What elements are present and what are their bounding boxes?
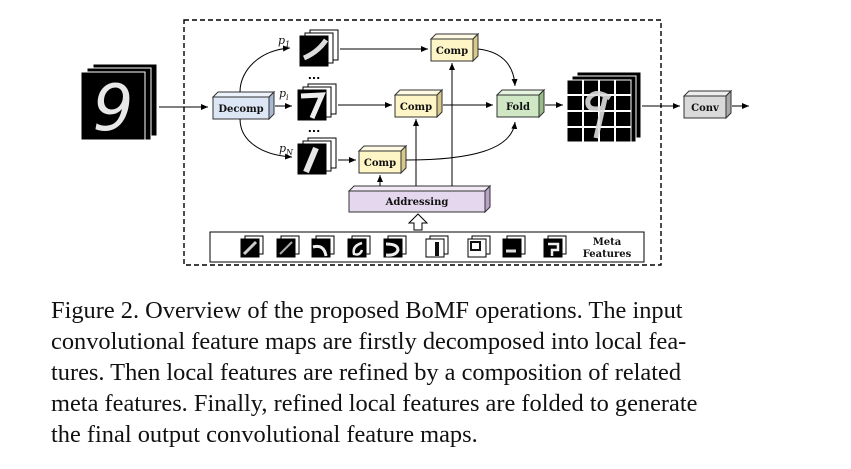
pi-label: pi bbox=[279, 87, 289, 102]
patch-pi bbox=[297, 83, 337, 121]
caption-line-5: the final output convolutional feature m… bbox=[51, 421, 478, 448]
meta-label-2: Features bbox=[583, 249, 632, 260]
output-digit-stroke bbox=[585, 91, 612, 139]
figure-caption: Figure 2. Overview of the proposed BoMF … bbox=[51, 295, 811, 450]
comp-label-3: Comp bbox=[364, 158, 396, 169]
meta-feature-6 bbox=[425, 235, 449, 258]
meta-feature-3 bbox=[311, 235, 335, 258]
pn-label: pN bbox=[279, 142, 294, 157]
comp-label-2: Comp bbox=[400, 102, 432, 113]
module-frame bbox=[183, 19, 662, 266]
meta-features-bank: Meta Features bbox=[209, 231, 645, 263]
meta-feature-2 bbox=[276, 235, 300, 258]
comp-box-3: Comp bbox=[357, 144, 408, 175]
fold-label: Fold bbox=[506, 102, 530, 113]
arrow-decomp-to-pn bbox=[239, 118, 293, 160]
meta-label-1: Meta bbox=[593, 237, 622, 248]
meta-feature-5 bbox=[383, 235, 407, 258]
dots-upper: ... bbox=[308, 69, 321, 82]
p1-label: p1 bbox=[278, 34, 290, 49]
conv-label: Conv bbox=[691, 103, 720, 114]
dots-lower: ... bbox=[308, 122, 321, 135]
comp-box-1: Comp bbox=[429, 32, 480, 63]
meta-feature-7 bbox=[467, 235, 491, 258]
addressing-box: Addressing bbox=[347, 184, 492, 214]
fold-box: Fold bbox=[495, 88, 546, 119]
comp-box-2: Comp bbox=[393, 88, 444, 119]
bomf-diagram: 9 Decomp p1 ... pi ... pN bbox=[80, 19, 749, 266]
caption-line-2: convolutional feature maps are firstly d… bbox=[51, 328, 687, 355]
patch-p1 bbox=[299, 29, 339, 67]
input-digit: 9 bbox=[93, 72, 134, 146]
arrow-comp3-to-fold bbox=[405, 121, 518, 161]
arrow-comp1-to-fold bbox=[477, 48, 518, 87]
conv-box: Conv bbox=[682, 89, 733, 120]
patch-pn bbox=[297, 137, 337, 175]
meta-feature-8 bbox=[502, 235, 526, 258]
caption-line-4: meta features. Finally, refined local fe… bbox=[51, 390, 698, 417]
caption-line-3: tures. Then local features are refined b… bbox=[51, 359, 682, 386]
meta-feature-1 bbox=[240, 235, 264, 258]
decomp-box: Decomp bbox=[211, 90, 276, 121]
meta-feature-9 bbox=[543, 235, 567, 258]
addressing-label: Addressing bbox=[385, 197, 449, 208]
arrow-decomp-to-p1 bbox=[239, 45, 291, 93]
hollow-up-arrow bbox=[407, 213, 429, 231]
meta-feature-4 bbox=[347, 235, 371, 258]
comp-label-1: Comp bbox=[436, 46, 468, 57]
input-feature-maps: 9 bbox=[80, 63, 158, 146]
output-feature-maps bbox=[566, 71, 642, 143]
caption-line-1: Figure 2. Overview of the proposed BoMF … bbox=[51, 297, 683, 324]
decomp-label: Decomp bbox=[218, 104, 263, 115]
